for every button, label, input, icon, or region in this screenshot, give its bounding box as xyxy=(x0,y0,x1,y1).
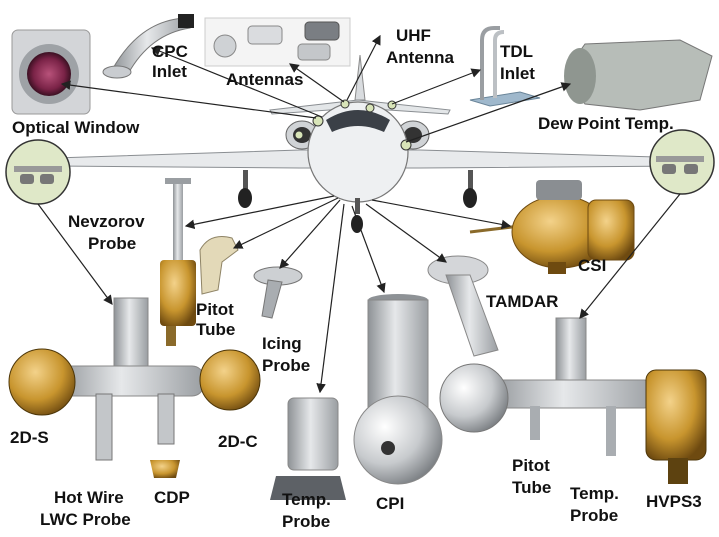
aircraft xyxy=(54,54,691,233)
label-tamdar: TAMDAR xyxy=(486,292,559,311)
cpi-image xyxy=(353,294,443,485)
csi-image xyxy=(469,180,635,274)
nevzorov-probe-image xyxy=(160,178,196,346)
label-csi: CSI xyxy=(578,256,607,275)
label-temp-center-line1: Temp. xyxy=(282,490,331,509)
label-cpc-inlet-line1: CPC xyxy=(152,42,188,61)
tamdar-image xyxy=(427,255,499,357)
label-cpi: CPI xyxy=(376,494,405,513)
label-hotwire-line2: LWC Probe xyxy=(40,510,131,529)
label-2d-s: 2D-S xyxy=(10,428,49,447)
label-hvps3: HVPS3 xyxy=(646,492,702,511)
cpc-inlet-image xyxy=(102,14,194,79)
label-cpc-inlet-line2: Inlet xyxy=(152,62,187,81)
icing-probe-image xyxy=(253,266,303,319)
left-wing-callout xyxy=(5,139,71,205)
label-pitot-left-line2: Tube xyxy=(196,320,236,339)
label-tdl-inlet-line1: TDL xyxy=(500,42,534,61)
label-uhf-antenna-line1: UHF xyxy=(396,26,431,45)
label-nevzorov-line1: Nevzorov xyxy=(68,212,145,231)
label-nevzorov-line2: Probe xyxy=(88,234,137,253)
dew-point-image xyxy=(564,39,713,111)
label-pitot-right-line1: Pitot xyxy=(512,456,550,475)
label-temp-center-line2: Probe xyxy=(282,512,331,531)
label-temp-right-line1: Temp. xyxy=(570,484,619,503)
label-icing-line2: Probe xyxy=(262,356,311,375)
label-temp-right-line2: Probe xyxy=(570,506,619,525)
label-pitot-left-line1: Pitot xyxy=(196,300,234,319)
label-optical-window: Optical Window xyxy=(12,118,140,137)
label-dew-point: Dew Point Temp. xyxy=(538,114,674,133)
right-wing-callout xyxy=(649,129,715,195)
pointer-arrows xyxy=(37,34,681,394)
antennas-image xyxy=(204,17,351,67)
label-uhf-antenna-line2: Antenna xyxy=(386,48,454,67)
label-antennas: Antennas xyxy=(226,70,304,89)
label-cdp: CDP xyxy=(154,488,190,507)
left-pod-cluster xyxy=(8,297,261,478)
right-pod-cluster xyxy=(439,317,707,484)
temp-probe-center-image xyxy=(270,397,346,500)
label-hotwire-line1: Hot Wire xyxy=(54,488,124,507)
label-pitot-right-line2: Tube xyxy=(512,478,552,497)
label-icing-line1: Icing xyxy=(262,334,302,353)
pitot-tube-left-image xyxy=(199,236,239,295)
label-tdl-inlet-line2: Inlet xyxy=(500,64,535,83)
label-2d-c: 2D-C xyxy=(218,432,258,451)
tdl-inlet-image xyxy=(469,26,541,107)
optical-window-image xyxy=(11,29,91,115)
